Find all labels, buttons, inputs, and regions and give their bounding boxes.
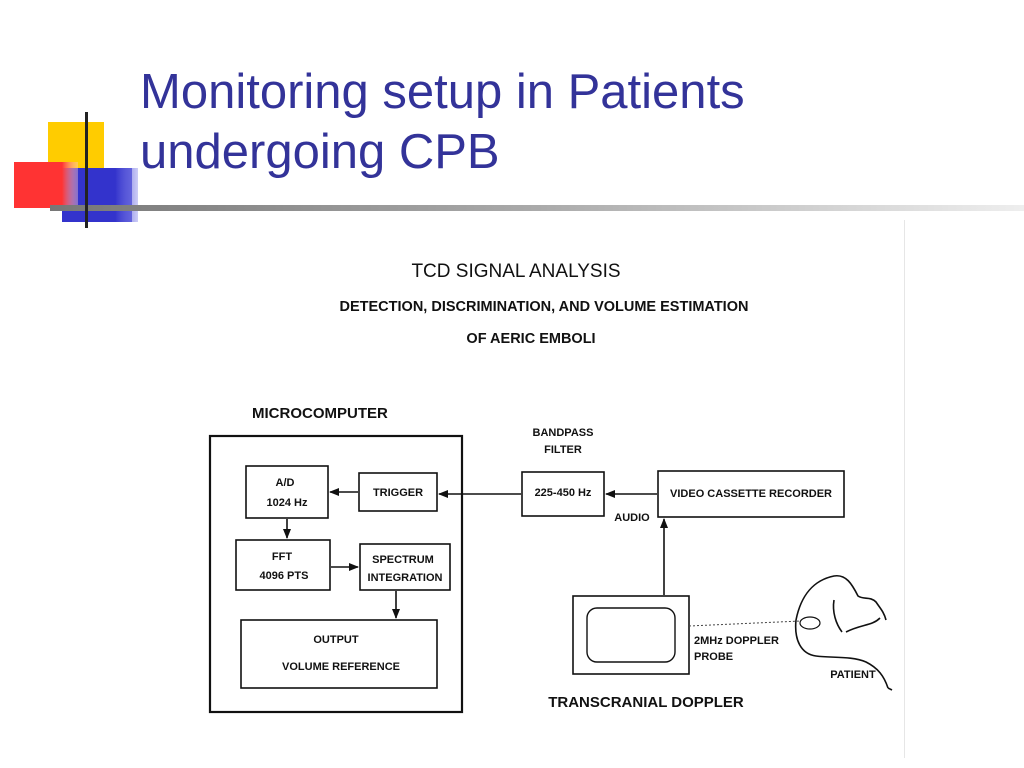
spectrum-label-1: SPECTRUM xyxy=(372,554,434,566)
audio-label: AUDIO xyxy=(614,512,650,524)
slide-title: Monitoring setup in Patients undergoing … xyxy=(140,62,745,182)
patient-head-icon xyxy=(794,574,893,691)
diagram-subheading-1: DETECTION, DISCRIMINATION, AND VOLUME ES… xyxy=(340,299,749,315)
trigger-label: TRIGGER xyxy=(373,487,423,499)
fft-label-1: FFT xyxy=(272,551,292,563)
vcr-box xyxy=(657,470,845,518)
doppler-screen xyxy=(586,607,676,663)
slide-title-line-1: Monitoring setup in Patients xyxy=(140,65,745,119)
red-square xyxy=(14,162,78,208)
bandpass-label-2: FILTER xyxy=(544,444,582,456)
spectrum-box xyxy=(359,543,451,591)
microcomputer-label: MICROCOMPUTER xyxy=(252,405,388,422)
fft-label-2: 4096 PTS xyxy=(260,570,309,582)
probe-label-2: PROBE xyxy=(694,651,733,663)
tcd-label: TRANSCRANIAL DOPPLER xyxy=(548,694,744,711)
trigger-box xyxy=(358,472,438,512)
horizontal-rule xyxy=(50,205,1024,211)
bandpass-label-1: BANDPASS xyxy=(533,427,594,439)
patient-label: PATIENT xyxy=(830,669,876,681)
diagram-subheading-2: OF AERIC EMBOLI xyxy=(466,331,595,347)
slide-title-line-2: undergoing CPB xyxy=(140,125,500,179)
vcr-label: VIDEO CASSETTE RECORDER xyxy=(670,488,832,500)
ad-box xyxy=(245,465,329,519)
diagram-heading: TCD SIGNAL ANALYSIS xyxy=(411,261,620,282)
title-decoration xyxy=(14,112,1024,228)
probe-cable xyxy=(688,620,802,627)
probe-label-1: 2MHz DOPPLER xyxy=(694,635,779,647)
fft-box xyxy=(235,539,331,591)
vertical-rule xyxy=(85,112,88,228)
tcd-signal-analysis-diagram: TCD SIGNAL ANALYSIS DETECTION, DISCRIMIN… xyxy=(146,220,905,758)
ad-label-1: A/D xyxy=(276,477,295,489)
probe-spot xyxy=(799,616,821,630)
ad-label-2: 1024 Hz xyxy=(267,497,308,509)
output-label-1: OUTPUT xyxy=(313,634,359,646)
spectrum-label-2: INTEGRATION xyxy=(368,572,443,584)
output-label-2: VOLUME REFERENCE xyxy=(282,661,400,673)
filter-range-label: 225-450 Hz xyxy=(535,487,592,499)
bandpass-filter-box xyxy=(521,471,605,517)
output-box xyxy=(240,619,438,689)
